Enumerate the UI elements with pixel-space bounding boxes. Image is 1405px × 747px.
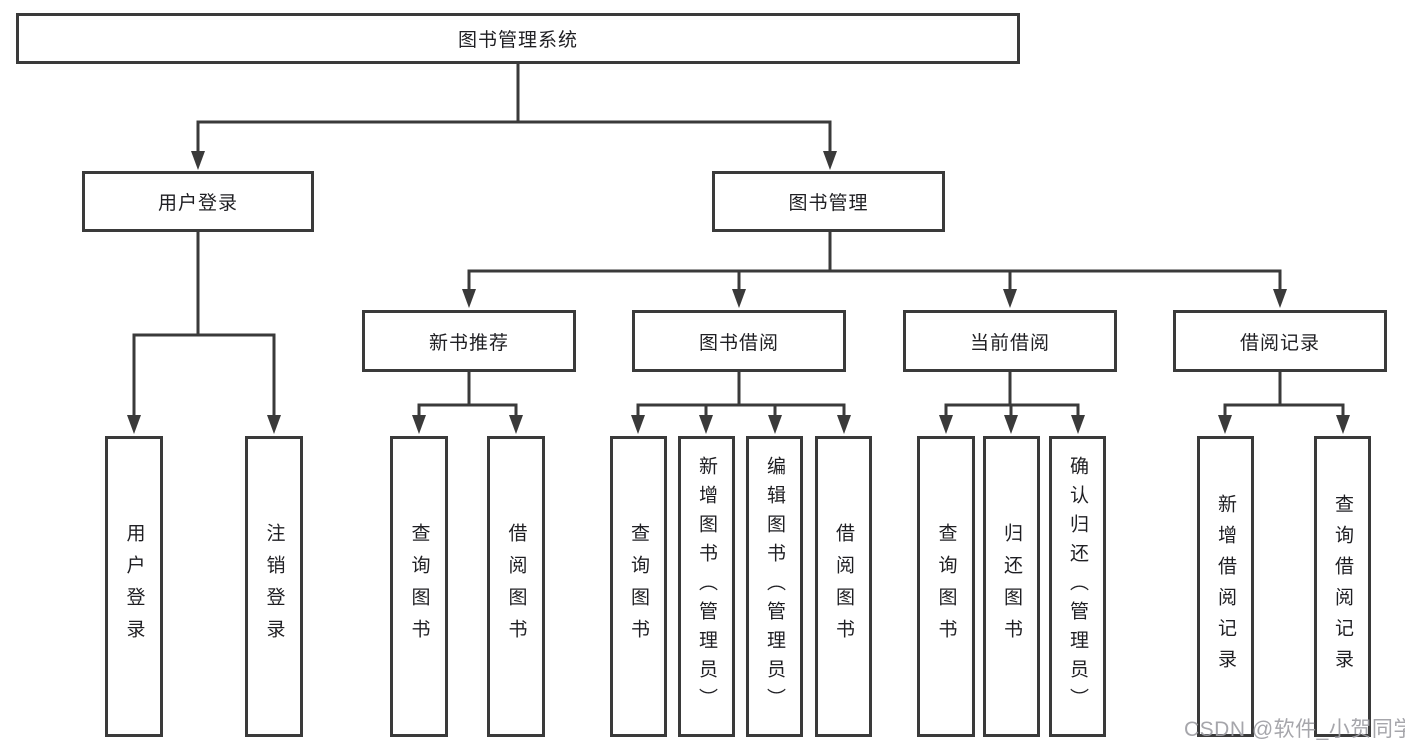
node-borrow-records: 借阅记录 [1173, 310, 1387, 372]
node-user-login: 用户登录 [82, 171, 314, 232]
leaf-user-login: 用户登录 [105, 436, 163, 737]
leaf-query-borrow-record: 查询借阅记录 [1314, 436, 1371, 737]
leaf-return-book: 归还图书 [983, 436, 1040, 737]
leaf-logout: 注销登录 [245, 436, 303, 737]
leaf-add-book-admin: 新增图书（管理员） [678, 436, 735, 737]
leaf-query-books-recommend: 查询图书 [390, 436, 448, 737]
node-book-management: 图书管理 [712, 171, 945, 232]
node-book-borrow: 图书借阅 [632, 310, 846, 372]
leaf-confirm-return-admin: 确认归还（管理员） [1049, 436, 1106, 737]
node-root: 图书管理系统 [16, 13, 1020, 64]
watermark-text: CSDN @软件_小贺同学 [1184, 718, 1405, 741]
node-new-book-recommend: 新书推荐 [362, 310, 576, 372]
leaf-add-borrow-record: 新增借阅记录 [1197, 436, 1254, 737]
leaf-edit-book-admin: 编辑图书（管理员） [746, 436, 803, 737]
leaf-borrow-books-recommend: 借阅图书 [487, 436, 545, 737]
arrowheads [127, 151, 1350, 434]
leaf-borrow-books: 借阅图书 [815, 436, 872, 737]
node-current-borrow: 当前借阅 [903, 310, 1117, 372]
leaf-query-books-current: 查询图书 [917, 436, 975, 737]
leaf-query-books-borrow: 查询图书 [610, 436, 667, 737]
